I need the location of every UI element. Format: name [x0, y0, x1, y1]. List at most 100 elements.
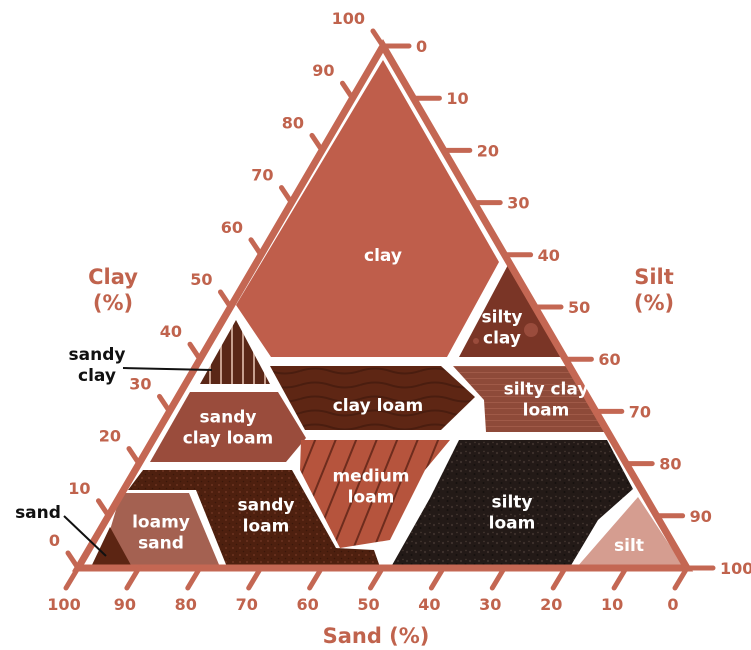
region-silty-clay-loam — [453, 366, 606, 432]
silt-axis-tick-label: 10 — [446, 89, 468, 108]
region-label-clay: clay — [364, 246, 402, 266]
region-label-silt: silt — [614, 536, 644, 556]
sandy-clay-callout-line1: sandy — [69, 345, 126, 365]
region-label-sandy-clay-loam-line1: sandy — [200, 408, 257, 428]
clay-axis-tick — [370, 28, 386, 49]
sand-axis-tick-label: 20 — [540, 595, 562, 614]
silt-axis-tick-label: 50 — [568, 298, 590, 317]
silty-clay-speck — [473, 338, 479, 344]
clay-axis-tick — [126, 446, 142, 467]
clay-axis-tick — [279, 185, 294, 206]
clay-axis-tick — [157, 393, 172, 414]
region-label-silty-clay-loam-line1: silty clay — [504, 380, 589, 400]
region-label-silty-loam-line1: silty — [492, 493, 533, 513]
region-label-silty-clay-line2: clay — [483, 329, 521, 349]
clay-axis-tick — [187, 341, 203, 362]
silt-axis-tick-label: 30 — [507, 194, 529, 213]
region-label-silty-clay-loam-line2: loam — [523, 401, 570, 421]
silt-axis-tick-label: 90 — [690, 507, 712, 526]
sand-axis-tick — [611, 565, 629, 591]
region-label-medium-loam-line1: medium — [332, 467, 409, 487]
silt-axis-tick-label: 0 — [416, 37, 427, 56]
clay-axis-tick-label: 80 — [282, 113, 304, 132]
region-sandy-clay-loam — [150, 392, 306, 462]
sand-axis-tick — [246, 565, 264, 591]
clay-axis-unit: (%) — [93, 291, 133, 315]
sand-axis-tick-label: 30 — [479, 595, 501, 614]
clay-axis-tick-label: 10 — [68, 479, 90, 498]
sand-axis-tick — [185, 565, 203, 591]
clay-axis-tick-label: 100 — [332, 9, 365, 28]
sand-axis-tick-label: 60 — [296, 595, 318, 614]
region-loamy-sand — [99, 493, 220, 567]
sand-axis-tick-label: 100 — [47, 595, 80, 614]
region-label-medium-loam-line2: loam — [348, 488, 395, 508]
soil-regions — [91, 60, 684, 567]
sand-axis-tick — [672, 565, 690, 591]
silt-axis-tick-label: 100 — [720, 559, 751, 578]
sand-axis-tick — [124, 565, 142, 591]
region-medium-loam — [300, 440, 450, 548]
region-label-sandy-loam-line1: sandy — [238, 496, 295, 516]
region-sandy-loam — [128, 470, 380, 567]
sand-axis-title: Sand (%) — [323, 624, 430, 648]
clay-axis-tick — [65, 550, 81, 571]
sand-axis-tick-label: 80 — [175, 595, 197, 614]
sandy-clay-leader-line — [122, 367, 213, 371]
clay-axis-tick-label: 50 — [190, 270, 212, 289]
axis-ticks: 1009080706050403020100010203040506070809… — [47, 9, 751, 614]
silty-clay-speck — [524, 323, 538, 337]
clay-axis-tick — [309, 132, 325, 153]
region-label-sandy-loam-line2: loam — [243, 517, 290, 537]
sand-axis-tick — [489, 565, 507, 591]
sand-axis-tick — [550, 565, 568, 591]
region-label-loamy-sand-line2: sand — [138, 534, 184, 554]
region-silty-loam — [391, 440, 633, 567]
silt-axis-tick-label: 70 — [629, 402, 651, 421]
sand-axis-tick — [307, 565, 325, 591]
clay-axis-tick-label: 0 — [49, 531, 60, 550]
region-silty-clay — [459, 263, 566, 357]
silt-axis-tick-label: 20 — [477, 141, 499, 160]
sand-axis-tick-label: 50 — [357, 595, 379, 614]
region-label-silty-clay-line1: silty — [482, 308, 523, 328]
sand-axis-tick-label: 40 — [418, 595, 440, 614]
sandy-clay-callout-line2: clay — [78, 366, 116, 386]
sand-axis-tick-label: 90 — [114, 595, 136, 614]
region-silt — [577, 497, 684, 567]
silt-axis-tick-label: 60 — [598, 350, 620, 369]
silt-axis-tick-label: 80 — [659, 455, 681, 474]
region-label-sandy-clay-loam-line2: clay loam — [183, 429, 274, 449]
clay-axis-tick — [340, 80, 355, 101]
region-label-clay-loam: clay loam — [333, 396, 424, 416]
clay-axis-tick-label: 60 — [221, 218, 243, 237]
clay-axis-tick — [218, 289, 233, 310]
silt-axis-title: Silt — [634, 265, 674, 289]
clay-axis-tick-label: 40 — [160, 322, 182, 341]
clay-axis-tick-label: 90 — [312, 61, 334, 80]
silt-axis-tick-label: 40 — [538, 246, 560, 265]
sand-axis-tick — [428, 565, 446, 591]
region-label-loamy-sand-line1: loamy — [132, 513, 190, 533]
clay-axis-tick-label: 70 — [251, 166, 273, 185]
region-sandy-clay — [200, 320, 270, 384]
clay-axis-tick — [96, 498, 111, 519]
sand-leader-line — [63, 515, 107, 557]
region-clay-loam — [270, 366, 475, 430]
clay-axis-title: Clay — [88, 265, 138, 289]
region-clay — [236, 60, 499, 357]
sand-axis-tick — [368, 565, 385, 591]
clay-axis-tick — [248, 237, 264, 258]
region-label-silty-loam-line2: loam — [489, 514, 536, 534]
sand-axis-tick-label: 0 — [667, 595, 678, 614]
sand-callout-label: sand — [15, 503, 61, 523]
sand-axis-tick-label: 70 — [236, 595, 258, 614]
silt-axis-unit: (%) — [634, 291, 674, 315]
region-sand — [91, 527, 132, 567]
sand-axis-tick-label: 10 — [601, 595, 623, 614]
clay-axis-tick-label: 30 — [129, 374, 151, 393]
clay-axis-tick-label: 20 — [99, 427, 121, 446]
sand-axis-tick — [63, 565, 81, 591]
